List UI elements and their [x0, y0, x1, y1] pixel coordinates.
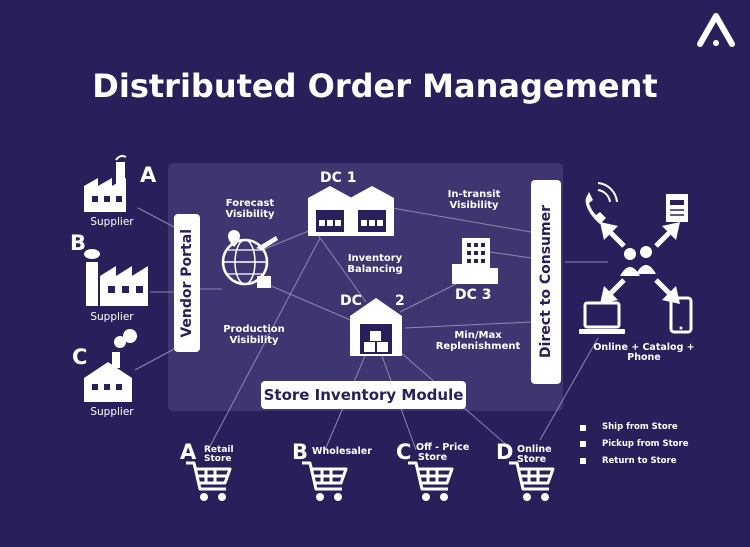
shopping-cart-icon — [186, 461, 232, 501]
wire-globe-dc1 — [261, 227, 317, 251]
factory-icon — [84, 329, 137, 402]
store-name-b: Wholesaler — [312, 446, 372, 457]
smartphone-icon — [669, 296, 693, 334]
vendor-portal-bar: Vendor Portal — [174, 214, 200, 352]
catalog-icon — [666, 194, 688, 222]
dc1-label: DC 1 — [320, 170, 357, 186]
store-letter-d: D — [496, 440, 514, 464]
factory-icon — [84, 249, 148, 306]
wire-supplier-c — [134, 347, 177, 371]
direct-to-consumer-bar: Direct to Consumer — [531, 180, 561, 384]
dc3-label: DC 3 — [455, 287, 492, 303]
shopping-cart-icon — [302, 461, 348, 501]
central-panel — [168, 163, 563, 411]
wire-dc3-dtc — [489, 251, 532, 259]
wire-dc1-retail — [207, 237, 321, 451]
vendor-portal-label: Vendor Portal — [179, 228, 195, 338]
legend-marker — [580, 441, 586, 447]
legend-pickup-from-store: Pickup from Store — [602, 439, 689, 449]
supplier-letter-a: A — [140, 163, 157, 187]
people-icon — [620, 246, 656, 276]
wire-supplier-a — [137, 207, 177, 229]
supplier-letter-b: B — [70, 231, 87, 255]
store-inventory-module-label: Store Inventory Module — [263, 386, 464, 404]
store-letter-b: B — [292, 440, 309, 464]
warehouse-icon — [350, 298, 402, 356]
legend-marker — [580, 458, 586, 464]
wire-dc2-dc3 — [399, 281, 461, 313]
supplier-label-c: Supplier — [90, 406, 134, 418]
wire-dc1-dtc — [391, 207, 532, 233]
office-building-icon — [452, 238, 498, 284]
globe-logistics-icon — [221, 230, 278, 288]
phone-icon — [585, 182, 618, 224]
laptop-icon — [579, 301, 625, 334]
wire-globe-dc2 — [261, 281, 356, 323]
store-letter-a: A — [180, 440, 197, 464]
supplier-label-b: Supplier — [90, 311, 134, 323]
wire-channels-online — [539, 337, 599, 441]
dc2-label: DC — [340, 293, 362, 309]
store-inventory-module-box: Store Inventory Module — [261, 381, 466, 409]
wire-dc1-dc2 — [317, 234, 367, 303]
shopping-cart-icon — [408, 461, 454, 501]
store-letter-c: C — [396, 440, 412, 464]
wire-dc2-dtc — [404, 321, 532, 329]
legend-marker — [580, 425, 586, 431]
factory-icon — [84, 155, 127, 212]
arrow-icon — [600, 222, 680, 304]
channels-label: Online + Catalog +Phone — [593, 342, 695, 363]
page-title: Distributed Order Management — [92, 67, 658, 105]
dc2-number: 2 — [395, 293, 405, 309]
warehouse-icon — [308, 186, 394, 236]
brand-logo-icon — [697, 13, 735, 47]
supplier-letter-c: C — [72, 345, 88, 369]
legend-return-to-store: Return to Store — [602, 456, 677, 466]
legend-ship-from-store: Ship from Store — [602, 422, 678, 432]
direct-to-consumer-label: Direct to Consumer — [538, 205, 554, 359]
shopping-cart-icon — [509, 461, 555, 501]
supplier-label-a: Supplier — [90, 216, 134, 228]
